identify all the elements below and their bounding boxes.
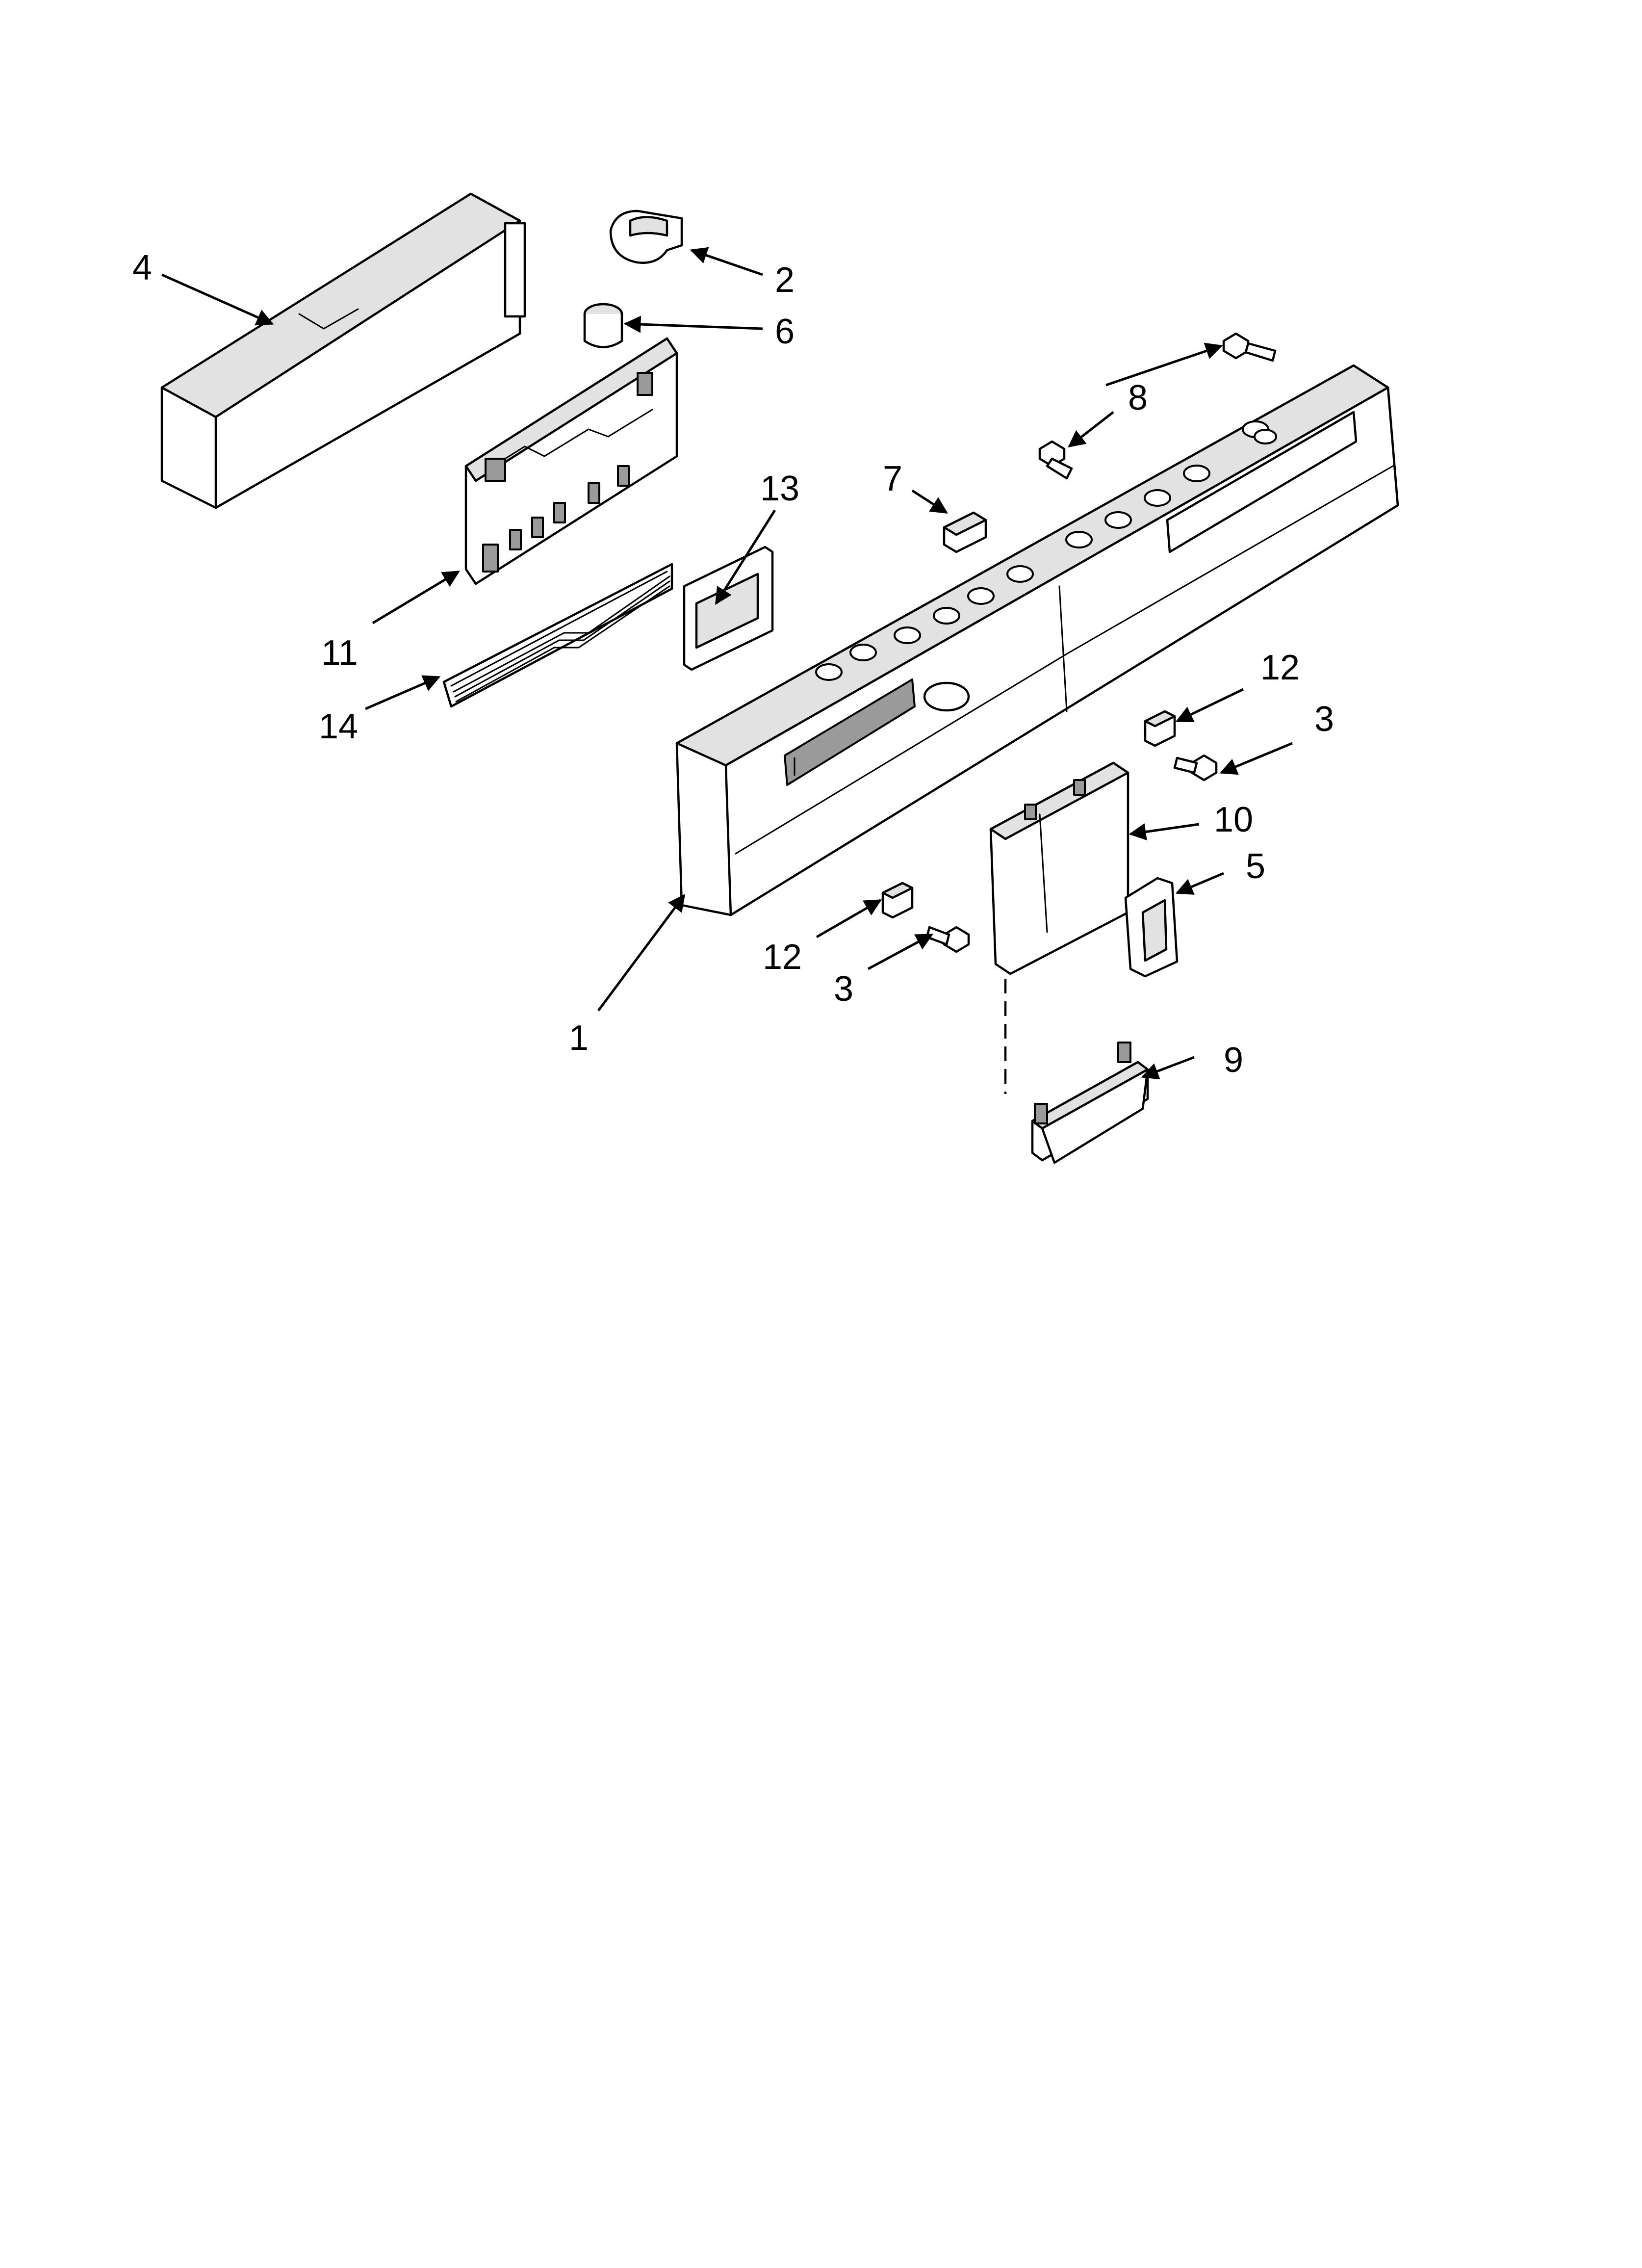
callout-14: 14	[319, 707, 358, 746]
part-3-screw-upper	[1173, 754, 1218, 782]
callout-2: 2	[775, 261, 795, 300]
part-1-control-panel	[675, 364, 1399, 916]
callout-13: 13	[760, 469, 799, 508]
callout-8: 8	[1128, 378, 1148, 417]
part-4-console-cover	[160, 192, 526, 509]
part-10-mounting-bracket	[989, 761, 1129, 975]
callout-3-lower: 3	[834, 969, 853, 1009]
callout-10: 10	[1214, 800, 1253, 839]
callout-7: 7	[883, 459, 902, 498]
part-6-cap	[583, 303, 623, 348]
part-8-screw-lower	[1038, 440, 1073, 480]
part-5-side-bracket	[1124, 877, 1179, 978]
callout-12-lower: 12	[763, 938, 802, 977]
part-13-bracket	[683, 546, 774, 671]
callout-4: 4	[132, 248, 152, 287]
part-12-clip-lower	[881, 882, 914, 919]
part-12-clip-upper	[1144, 710, 1176, 747]
part-3-screw-lower	[925, 926, 970, 953]
callout-5: 5	[1246, 847, 1265, 886]
part-14-ribbon-cable	[442, 563, 673, 708]
leader-lines	[161, 247, 1293, 1080]
part-9-lower-bracket	[1031, 1042, 1149, 1164]
part-2-clip	[609, 209, 683, 264]
callout-9: 9	[1224, 1041, 1243, 1080]
part-7-clip	[943, 511, 987, 553]
part-11-control-board	[464, 337, 678, 585]
callout-1: 1	[569, 1018, 589, 1058]
part-8-screw-upper	[1222, 332, 1277, 362]
callout-11: 11	[321, 633, 358, 673]
callout-12-upper: 12	[1260, 648, 1300, 687]
callout-6: 6	[775, 312, 795, 351]
callout-3-upper: 3	[1314, 700, 1334, 739]
